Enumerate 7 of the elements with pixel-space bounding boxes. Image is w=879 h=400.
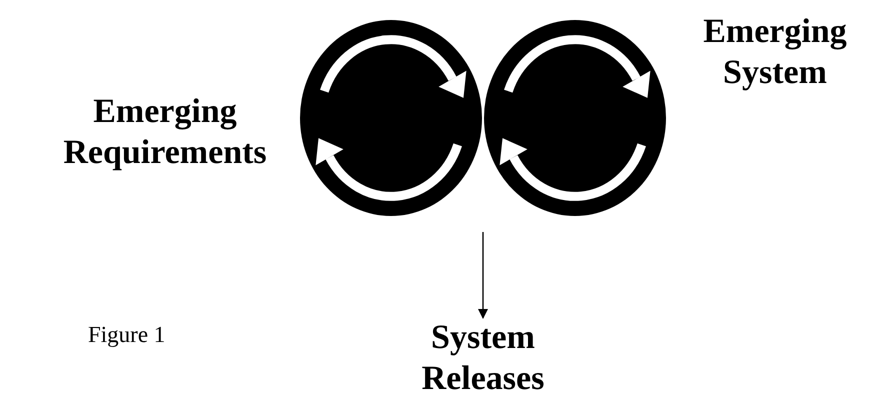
cycle-label: Emerging Requirements <box>62 92 268 173</box>
cycle-drawing <box>298 18 484 218</box>
cycle-label: Emerging System <box>702 12 848 93</box>
arrow <box>478 232 488 319</box>
output-label: System Releases <box>420 318 546 399</box>
cycle-drawing <box>482 18 668 218</box>
figure-caption: Figure 1 <box>88 321 166 349</box>
